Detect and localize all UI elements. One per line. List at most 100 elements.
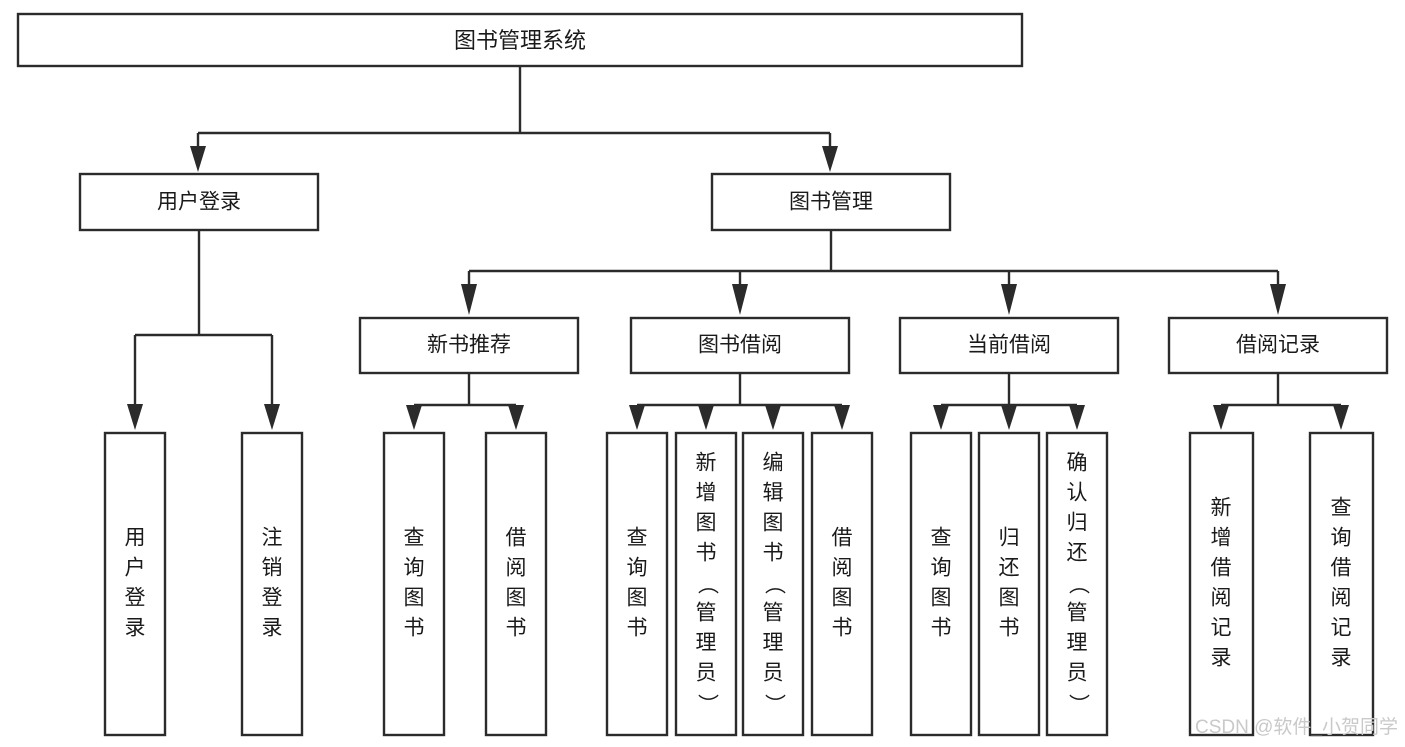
node-book-manage-box[interactable] (710, 172, 952, 232)
arrow-head-book-borrow (732, 284, 748, 315)
leaf-label-glyph: 还 (999, 557, 1020, 580)
arrow-head-book-manage (822, 146, 838, 172)
arrow-head-new-book-recommend (461, 284, 477, 315)
node-borrow-record[interactable]: 借阅记录 (1167, 316, 1389, 375)
node-current-borrow[interactable]: 当前借阅 (898, 316, 1120, 375)
node-book-borrow[interactable]: 图书借阅 (629, 316, 851, 375)
leaf-label-glyph: 图 (506, 587, 527, 610)
leaf-label-glyph: 图 (627, 587, 648, 610)
leaf-label-glyph: ） (695, 694, 718, 715)
node-new-book-recommend-box[interactable] (358, 316, 580, 375)
node-current-borrow-label: 当前借阅 (967, 334, 1051, 357)
node-book-manage-label: 图书管理 (789, 191, 873, 214)
leaf-add-book-box[interactable] (674, 431, 738, 737)
leaf-label-glyph: 查 (404, 527, 425, 550)
leaf-label-glyph: 新 (1211, 497, 1232, 520)
leaf-label-glyph: 记 (1211, 617, 1232, 640)
leaf-label-glyph: （ (762, 574, 785, 595)
connector-user-login-to-leaves (127, 230, 280, 430)
leaf-label-glyph: 户 (125, 557, 146, 580)
leaf-label-glyph: 记 (1331, 617, 1352, 640)
leaf-label-glyph: 查 (1331, 497, 1352, 520)
arrow-head-borrow-record (1270, 284, 1286, 315)
node-new-book-recommend[interactable]: 新书推荐 (358, 316, 580, 375)
leaf-borrow-book-2-box[interactable] (810, 431, 874, 737)
connector-current-borrow-to-leaves (933, 373, 1085, 430)
leaf-label-glyph: 询 (1331, 527, 1352, 550)
leaf-user-logout-box[interactable] (240, 431, 304, 737)
node-user-login[interactable]: 用户登录 (78, 172, 320, 232)
leaf-label-glyph: 书 (763, 542, 784, 565)
arrow-head-leaf-add-record (1213, 405, 1229, 430)
leaf-label-glyph: ） (1066, 694, 1089, 715)
leaf-label-glyph: 图 (696, 512, 717, 535)
node-root-box[interactable] (16, 12, 1024, 68)
leaf-label-glyph: 书 (506, 617, 527, 640)
leaf-label-glyph: 书 (627, 617, 648, 640)
leaf-label-glyph: 还 (1067, 542, 1088, 565)
leaf-label-glyph: 借 (832, 527, 853, 550)
node-current-borrow-box[interactable] (898, 316, 1120, 375)
leaf-label-glyph: 图 (404, 587, 425, 610)
node-borrow-record-box[interactable] (1167, 316, 1389, 375)
leaf-add-record-box[interactable] (1188, 431, 1255, 737)
node-book-borrow-box[interactable] (629, 316, 851, 375)
connector-book-borrow-to-leaves (629, 373, 850, 430)
leaf-user-login-box[interactable] (103, 431, 167, 737)
leaf-label-glyph: 阅 (832, 557, 853, 580)
leaf-label-glyph: 录 (1331, 647, 1352, 670)
arrow-head-leaf-user-logout (264, 404, 280, 430)
leaf-label-glyph: 登 (262, 587, 283, 610)
leaf-label-glyph: 新 (696, 452, 717, 475)
leaf-label-glyph: 用 (125, 527, 146, 550)
leaf-label-glyph: 询 (931, 557, 952, 580)
leaf-label-glyph: 阅 (1211, 587, 1232, 610)
leaf-node-user-login[interactable]: 用户登录 (103, 431, 167, 737)
leaf-label-glyph: 查 (931, 527, 952, 550)
leaf-label-glyph: 图 (999, 587, 1020, 610)
leaf-query-book-1-box[interactable] (382, 431, 446, 737)
leaf-edit-book-box[interactable] (741, 431, 805, 737)
leaf-label-glyph: 书 (832, 617, 853, 640)
leaf-query-record-box[interactable] (1308, 431, 1375, 737)
leaf-query-book-3-box[interactable] (909, 431, 973, 737)
node-root[interactable]: 图书管理系统 (16, 12, 1024, 68)
leaf-query-book-2-box[interactable] (605, 431, 669, 737)
connector-borrow-record-to-leaves (1213, 373, 1349, 430)
leaf-label-glyph: 销 (262, 557, 283, 580)
leaf-borrow-book-1-box[interactable] (484, 431, 548, 737)
leaf-label-glyph: 阅 (1331, 587, 1352, 610)
leaf-label-glyph: ） (762, 694, 785, 715)
leaf-label-glyph: 管 (763, 602, 784, 625)
leaf-label-glyph: 图 (763, 512, 784, 535)
node-book-manage[interactable]: 图书管理 (710, 172, 952, 232)
leaf-label-glyph: 增 (696, 482, 717, 505)
leaf-label-glyph: 管 (696, 602, 717, 625)
csdn-watermark: CSDN @软件_小贺同学 (1195, 716, 1398, 738)
leaf-confirm-return-box[interactable] (1045, 431, 1109, 737)
leaf-label-glyph: 登 (125, 587, 146, 610)
leaf-return-book-box[interactable] (977, 431, 1041, 737)
leaf-label-glyph: 书 (404, 617, 425, 640)
leaf-label-glyph: 员 (1067, 662, 1088, 685)
arrow-head-leaf-add-book (698, 405, 714, 430)
